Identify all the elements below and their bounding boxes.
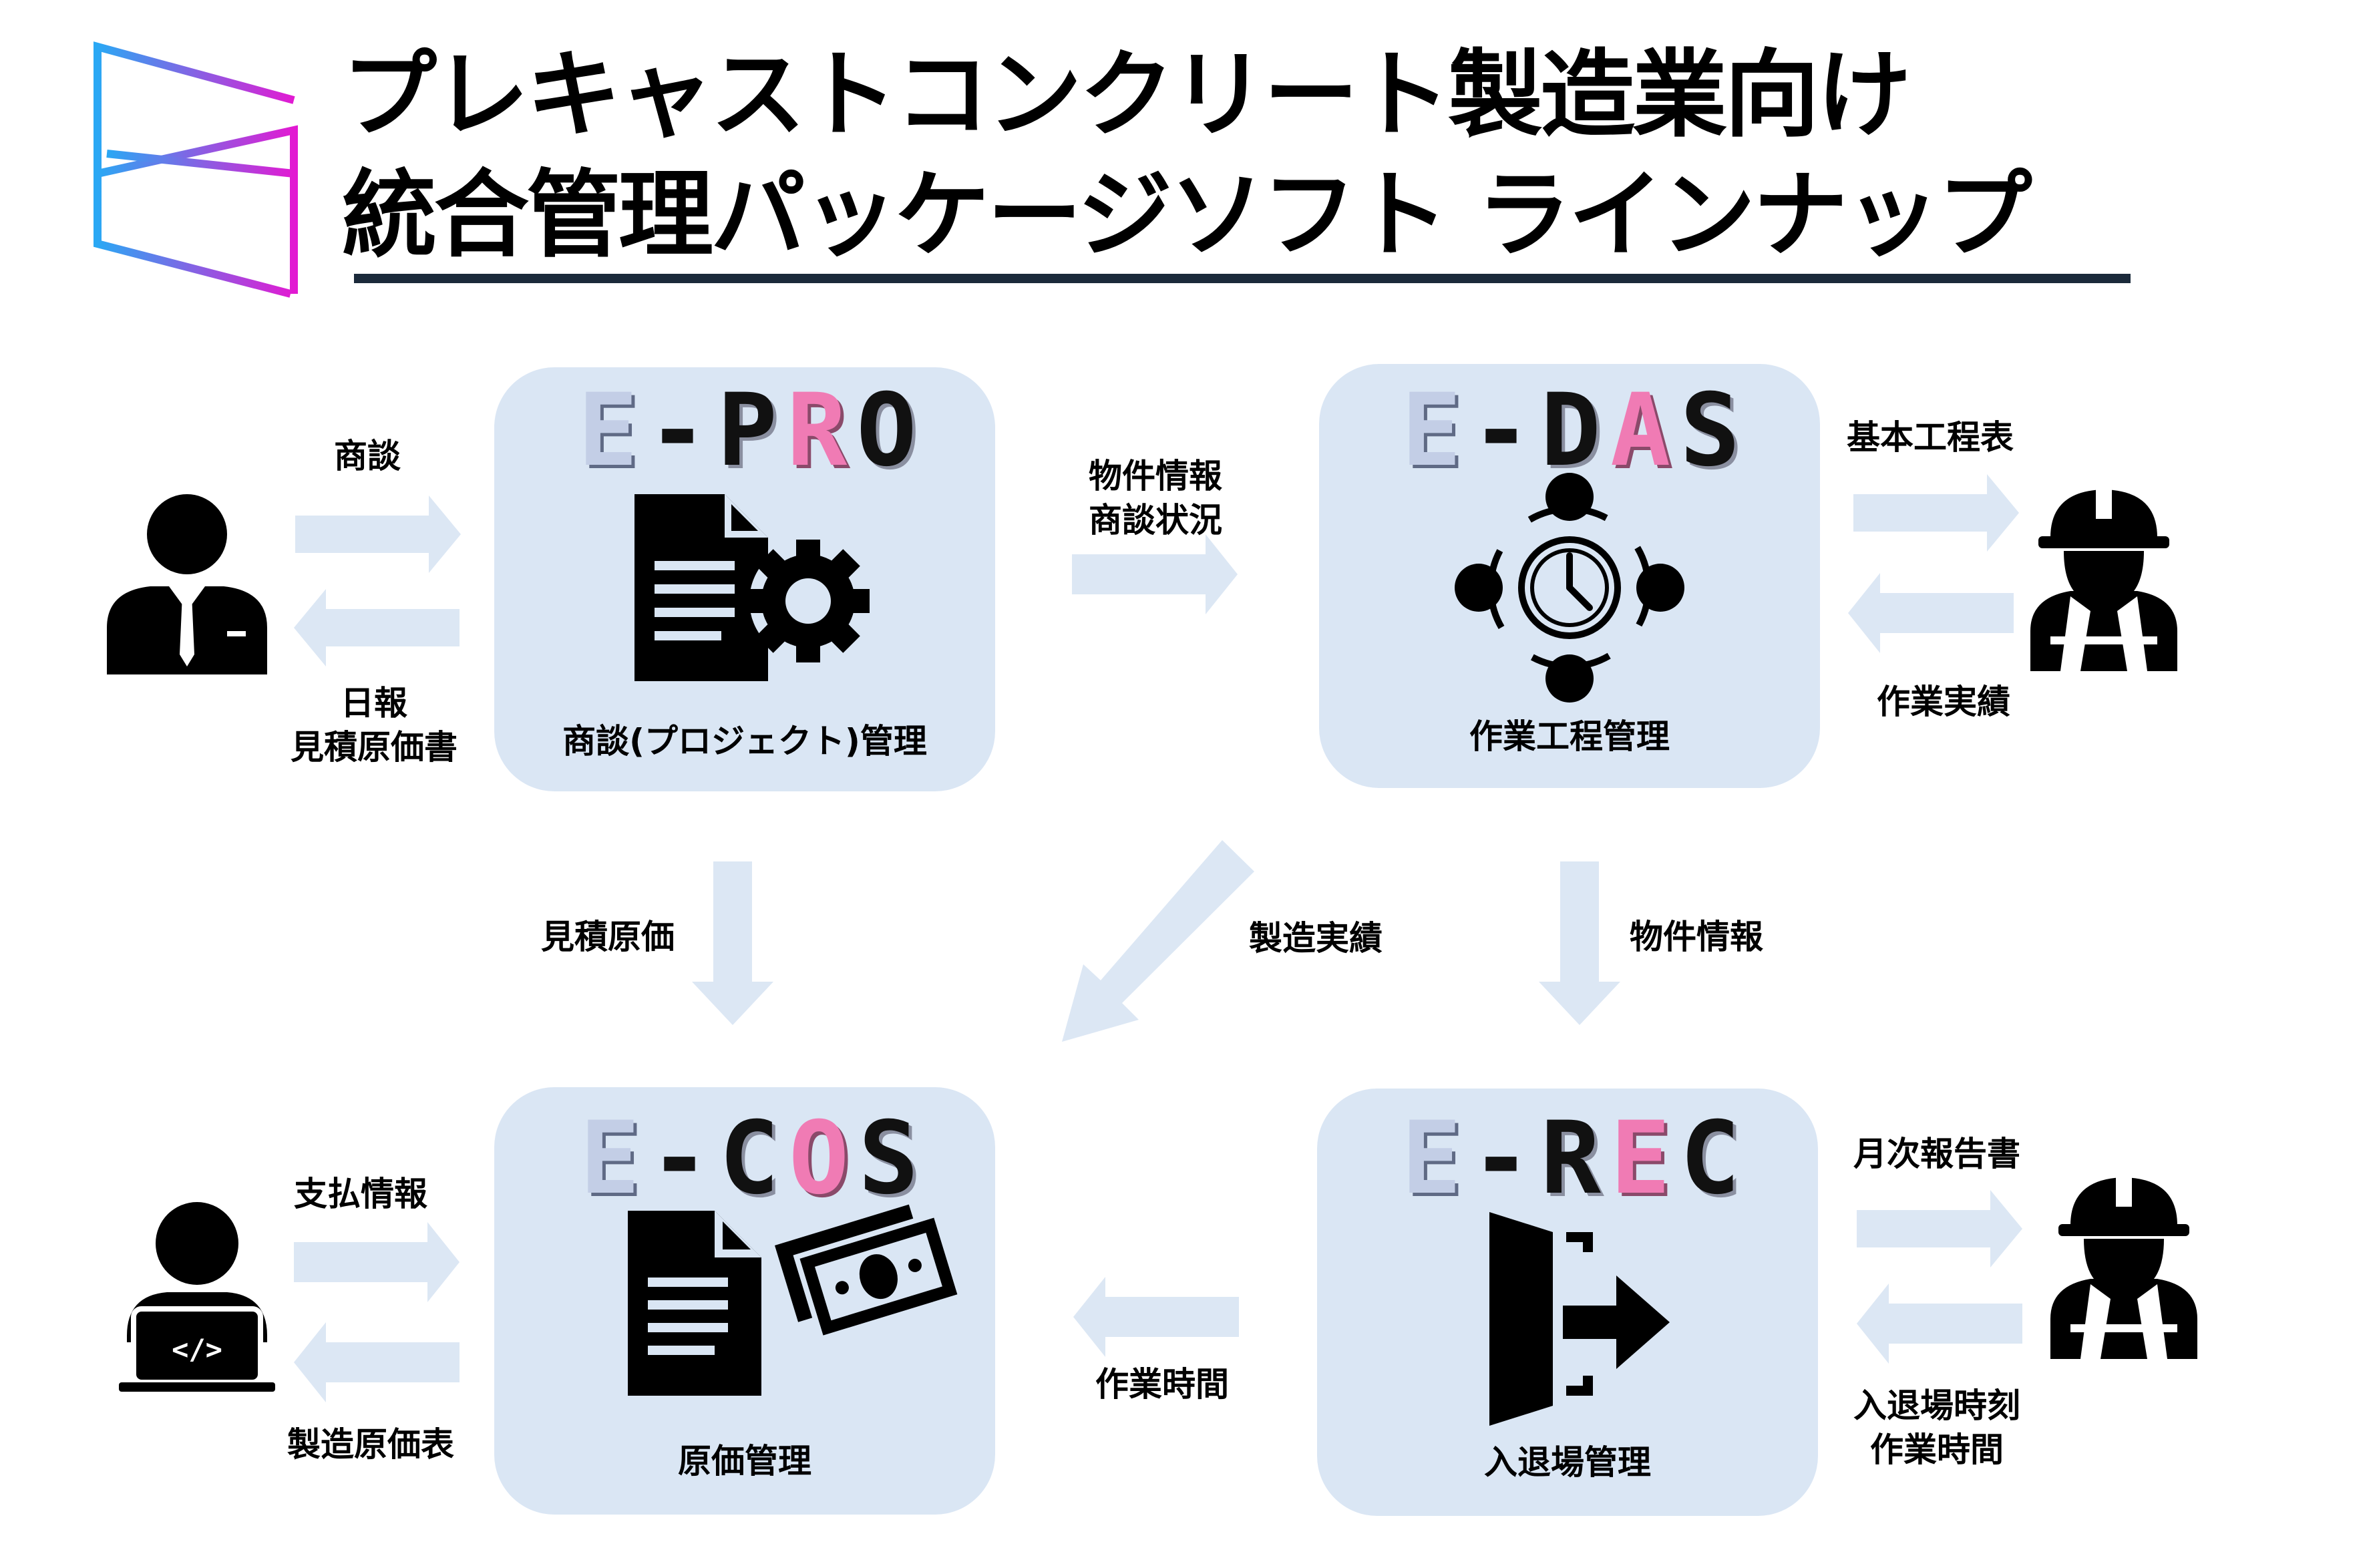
panel-erec[interactable] <box>1317 1089 1818 1516</box>
flow-label-sales-to-epro: 商談 <box>334 437 401 475</box>
flow-label-epro-to-edas-2: 商談状況 <box>1089 501 1222 540</box>
arrow-edas-to-worker <box>1853 474 2019 552</box>
developer-laptop-icon: </> <box>119 1202 275 1392</box>
flow-label-epro-to-ecos: 見積原価 <box>541 918 675 956</box>
flow-label-ecos-to-admin: 製造原価表 <box>287 1425 454 1464</box>
flow-label-epro-to-sales-2: 見積原価書 <box>291 728 458 767</box>
flow-label-worker-to-erec-2: 作業時間 <box>1870 1430 2004 1469</box>
flow-label-edas-to-ecos: 製造実績 <box>1249 919 1383 958</box>
arrow-edas-to-erec <box>1539 861 1620 1025</box>
exit-door-icon <box>1489 1212 1670 1426</box>
product-name-erec: E-REC <box>1401 1101 1750 1217</box>
construction-worker-icon <box>2030 485 2177 671</box>
arrow-erec-to-ecos <box>1073 1277 1239 1357</box>
document-gear-icon <box>634 494 870 681</box>
product-label-epro: 商談(プロジェクト)管理 <box>562 722 927 761</box>
document-money-icon <box>628 1204 958 1396</box>
product-label-erec: 入退場管理 <box>1484 1443 1651 1482</box>
title-line-1: プレキャストコンクリート製造業向け <box>342 40 1911 150</box>
product-name-edas: E-DAS <box>1401 373 1750 489</box>
arrow-epro-to-edas <box>1072 534 1238 614</box>
flow-label-erec-to-ecos: 作業時間 <box>1095 1365 1229 1404</box>
flow-label-edas-to-worker: 基本工程表 <box>1847 418 2014 457</box>
arrow-sales-to-epro <box>295 496 461 573</box>
arrow-worker-to-erec <box>1857 1284 2022 1364</box>
arrow-ecos-to-admin <box>294 1322 460 1402</box>
product-name-epro: E-PRO <box>578 373 926 489</box>
svg-text:</>: </> <box>172 1333 222 1366</box>
arrow-epro-to-ecos <box>692 861 773 1025</box>
product-label-edas: 作業工程管理 <box>1469 717 1670 756</box>
construction-worker-icon <box>2050 1173 2197 1359</box>
title-underline <box>354 274 2131 283</box>
flow-label-worker-to-erec-1: 入退場時刻 <box>1853 1386 2020 1425</box>
flow-label-edas-to-erec: 物件情報 <box>1630 918 1763 956</box>
title-line-2: 統合管理パッケージソフト ラインナップ <box>342 160 2032 270</box>
product-name-ecos: E-COS <box>580 1101 928 1217</box>
arrow-worker-to-edas <box>1848 573 2014 653</box>
flow-label-worker-to-edas: 作業実績 <box>1877 682 2010 721</box>
arrow-erec-to-worker <box>1857 1190 2022 1267</box>
arrow-admin-to-ecos <box>294 1222 460 1302</box>
flow-label-erec-to-worker: 月次報告書 <box>1853 1135 2020 1173</box>
product-label-ecos: 原価管理 <box>678 1442 811 1481</box>
businessman-icon <box>107 494 267 674</box>
flow-label-epro-to-sales-1: 日報 <box>341 684 407 723</box>
flow-label-admin-to-ecos: 支払情報 <box>294 1175 427 1213</box>
process-clock-icon <box>1455 473 1684 703</box>
arrow-epro-to-sales <box>294 589 460 666</box>
flow-label-epro-to-edas-1: 物件情報 <box>1089 457 1222 496</box>
arrow-edas-to-ecos <box>1062 840 1254 1042</box>
logo-icon <box>94 41 298 298</box>
